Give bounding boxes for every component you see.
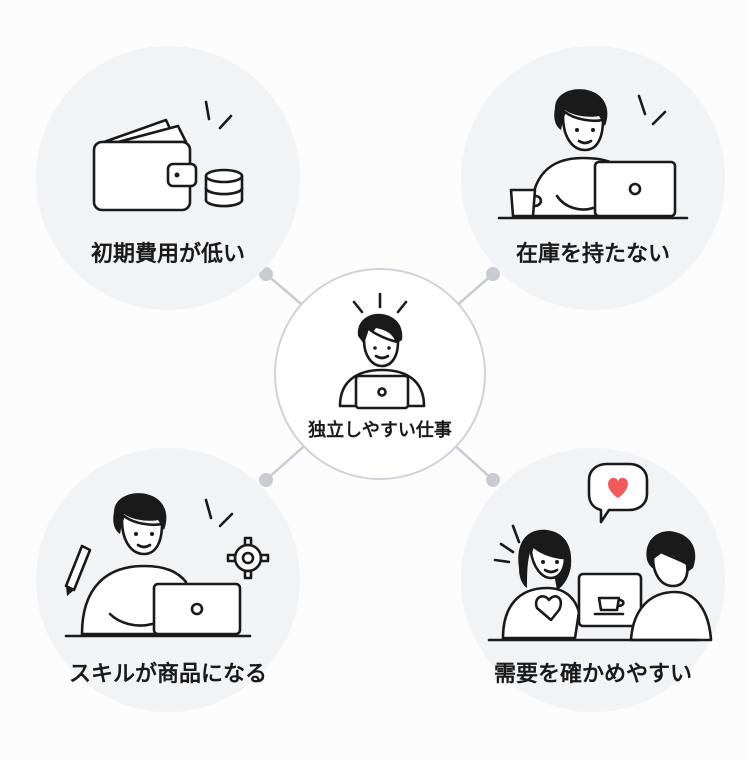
- heart-icon: [608, 477, 628, 498]
- person-laptop-gear-icon: [64, 493, 270, 638]
- conversation-heart-icon: [487, 462, 713, 642]
- center-label: 独立しやすい仕事: [308, 420, 452, 441]
- benefit-skill-as-product: スキルが商品になる: [36, 448, 300, 712]
- benefit-label: 初期費用が低い: [90, 242, 245, 267]
- node-dot-top-right: [486, 267, 500, 281]
- node-dot-bottom-left: [259, 473, 273, 487]
- benefit-label: 在庫を持たない: [515, 242, 670, 267]
- node-dot-top-left: [259, 267, 273, 281]
- person-laptop-icon: [338, 292, 426, 410]
- node-dot-bottom-right: [486, 473, 500, 487]
- wallet-coins-icon: [92, 100, 244, 212]
- benefit-no-inventory: 在庫を持たない: [461, 46, 725, 310]
- benefit-label: 需要を確かめやすい: [493, 662, 692, 687]
- benefit-label: スキルが商品になる: [68, 662, 267, 687]
- benefit-easy-demand-validation: 需要を確かめやすい: [461, 448, 725, 712]
- gear-icon: [226, 536, 270, 580]
- person-laptop-coffee-icon: [497, 89, 689, 220]
- benefit-low-initial-cost: 初期費用が低い: [36, 46, 300, 310]
- center-independent-work: 独立しやすい仕事: [274, 268, 486, 480]
